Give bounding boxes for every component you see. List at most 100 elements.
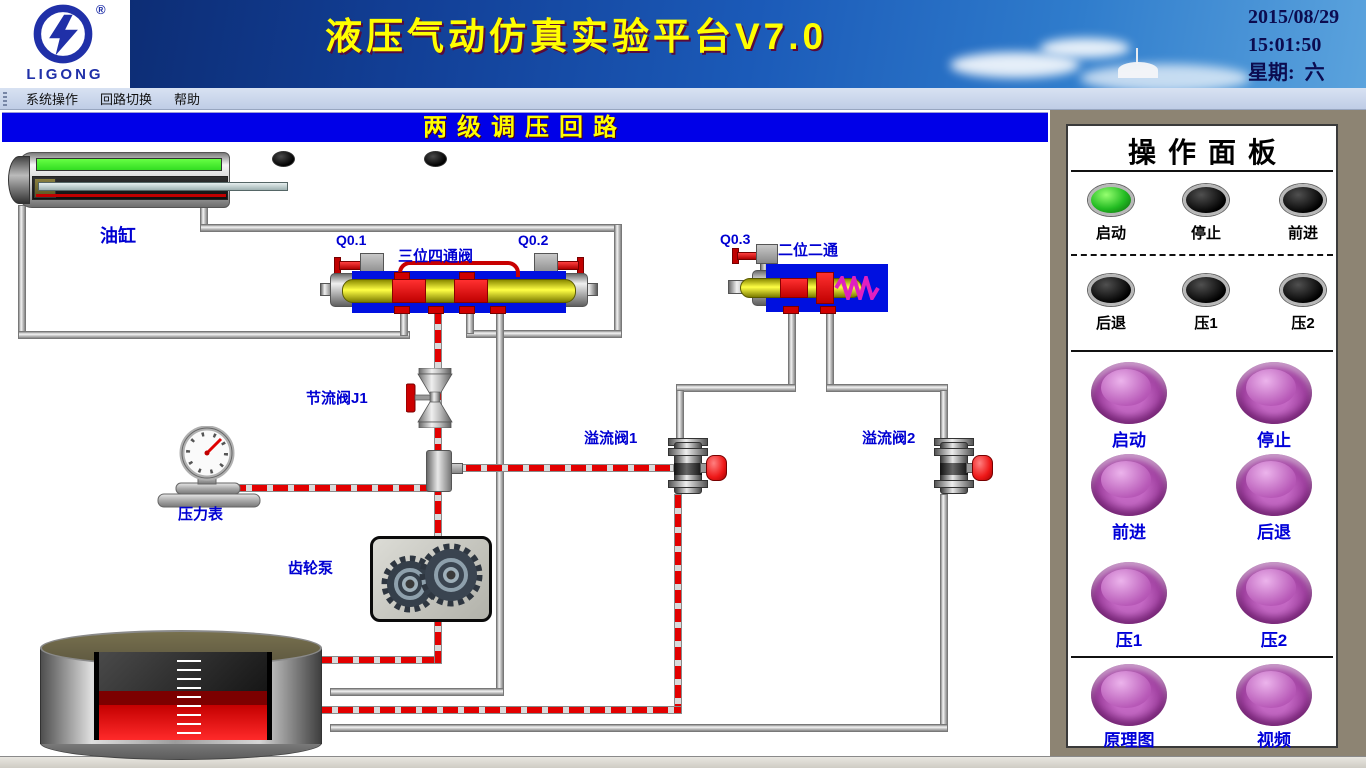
valve-band: [940, 463, 968, 475]
pipe-segment: [788, 312, 796, 390]
valve-2way[interactable]: [720, 240, 898, 314]
app-title: 液压气动仿真实验平台V7.0: [325, 16, 828, 57]
divider: [1071, 656, 1333, 658]
divider: [1071, 350, 1333, 352]
weekday-label: 星期:: [1248, 62, 1295, 84]
valve-flange: [668, 480, 708, 488]
header-banner: ® LIGONG 液压气动仿真实验平台V7.0 2015/08/29 15:01…: [0, 0, 1366, 88]
pipe-segment: [496, 312, 504, 694]
indicator-label: 压2: [1291, 315, 1315, 332]
pipe-segment: [330, 724, 948, 732]
gear-pump[interactable]: [370, 536, 492, 622]
label-q03: Q0.3: [720, 231, 751, 247]
pipe-segment: [676, 384, 796, 392]
solenoid-block: [756, 244, 778, 264]
valve-flange: [934, 448, 974, 456]
pump-gears: [381, 543, 483, 613]
weekday-value: 六: [1304, 62, 1325, 84]
button-press2[interactable]: [1236, 562, 1312, 624]
pilot-line-arc: [398, 261, 520, 277]
pipe-segment: [330, 688, 504, 696]
spool-land: [780, 278, 808, 298]
valve-port: [428, 306, 444, 314]
throttle-valve[interactable]: [405, 367, 464, 429]
side-panel: 操作面板 启动 停止 前进 后退 压1 压2 启动 停止 前进 后退 压1 压2…: [1050, 110, 1366, 756]
valve-port: [490, 306, 506, 314]
valve-band: [674, 463, 702, 475]
indicator-label: 前进: [1287, 225, 1318, 242]
indicator-dot: [424, 151, 447, 167]
menu-system-operations[interactable]: 系统操作: [26, 92, 79, 107]
flow-pipe-suction: [316, 656, 442, 664]
pipe-segment: [18, 205, 26, 339]
pipe-segment: [466, 312, 474, 334]
valve-flange: [668, 448, 708, 456]
button-schematic[interactable]: [1091, 664, 1167, 726]
divider: [1071, 170, 1333, 172]
button-label: 压2: [1260, 631, 1288, 650]
oil-tank: [40, 630, 322, 762]
divider-dashed: [1071, 254, 1333, 256]
indicator-label: 停止: [1190, 225, 1221, 242]
panel-title: 操作面板: [1127, 137, 1288, 168]
valve-port: [820, 306, 836, 314]
toolbar-grip: [3, 91, 7, 106]
button-press1[interactable]: [1091, 562, 1167, 624]
indicator-label: 启动: [1095, 225, 1126, 242]
oil-cylinder[interactable]: [8, 150, 290, 212]
pipe-junction: [426, 450, 463, 492]
button-stop[interactable]: [1236, 362, 1312, 424]
pipe-segment: [940, 494, 948, 730]
valve-4way[interactable]: [320, 243, 598, 315]
menu-bar: 系统操作 回路切换 帮助: [0, 88, 1366, 110]
button-video[interactable]: [1236, 664, 1312, 726]
label-q01: Q0.1: [336, 232, 367, 248]
logo: ® LIGONG: [0, 0, 130, 88]
cylinder-rod: [38, 182, 288, 191]
cylinder-end-cap: [8, 156, 30, 204]
button-start[interactable]: [1091, 362, 1167, 424]
relief-valve-1[interactable]: [656, 438, 728, 498]
button-forward[interactable]: [1091, 454, 1167, 516]
valve-port: [459, 272, 475, 280]
observatory-silhouette: [1118, 62, 1158, 78]
indicator-label: 后退: [1095, 315, 1126, 332]
indicator-press1: [1183, 274, 1229, 306]
valve-port: [394, 272, 410, 280]
label-gauge: 压力表: [178, 506, 224, 523]
button-backward[interactable]: [1236, 454, 1312, 516]
button-label: 原理图: [1103, 731, 1155, 750]
label-valve-2way: 二位二通: [778, 242, 839, 259]
pipe-segment: [826, 384, 948, 392]
tank-top: [40, 630, 322, 666]
label-pump: 齿轮泵: [288, 560, 334, 577]
datetime-block: 2015/08/29 15:01:50 星期: 六: [1248, 3, 1366, 87]
pressure-gauge[interactable]: [152, 425, 267, 511]
indicator-start: [1088, 184, 1134, 216]
button-label: 停止: [1257, 431, 1291, 450]
button-label: 后退: [1257, 523, 1291, 542]
flow-pipe-return: [316, 706, 682, 714]
valve-port: [459, 306, 475, 314]
cloud-shape: [1040, 38, 1130, 58]
adjust-knob: [972, 455, 993, 481]
valve-port: [783, 306, 799, 314]
cylinder-position-bar: [36, 158, 222, 171]
button-label: 启动: [1112, 431, 1146, 450]
time-text: 15:01:50: [1248, 34, 1322, 56]
circuit-title: 两级调压回路: [423, 114, 627, 141]
adjust-knob: [706, 455, 727, 481]
valve-flange: [934, 480, 974, 488]
diagram-area: 两级调压回路: [0, 110, 1050, 760]
label-cylinder: 油缸: [100, 226, 136, 246]
menu-help[interactable]: 帮助: [174, 92, 201, 107]
indicator-forward: [1280, 184, 1326, 216]
relief-valve-2[interactable]: [922, 438, 994, 498]
label-relief2: 溢流阀2: [862, 430, 916, 447]
menu-circuit-switch[interactable]: 回路切换: [100, 92, 153, 107]
observatory-antenna: [1136, 48, 1138, 64]
indicator-backward: [1088, 274, 1134, 306]
tank-sight-window: [94, 652, 272, 740]
window-bottom-edge: [0, 756, 1366, 768]
flow-pipe-return: [674, 494, 682, 714]
